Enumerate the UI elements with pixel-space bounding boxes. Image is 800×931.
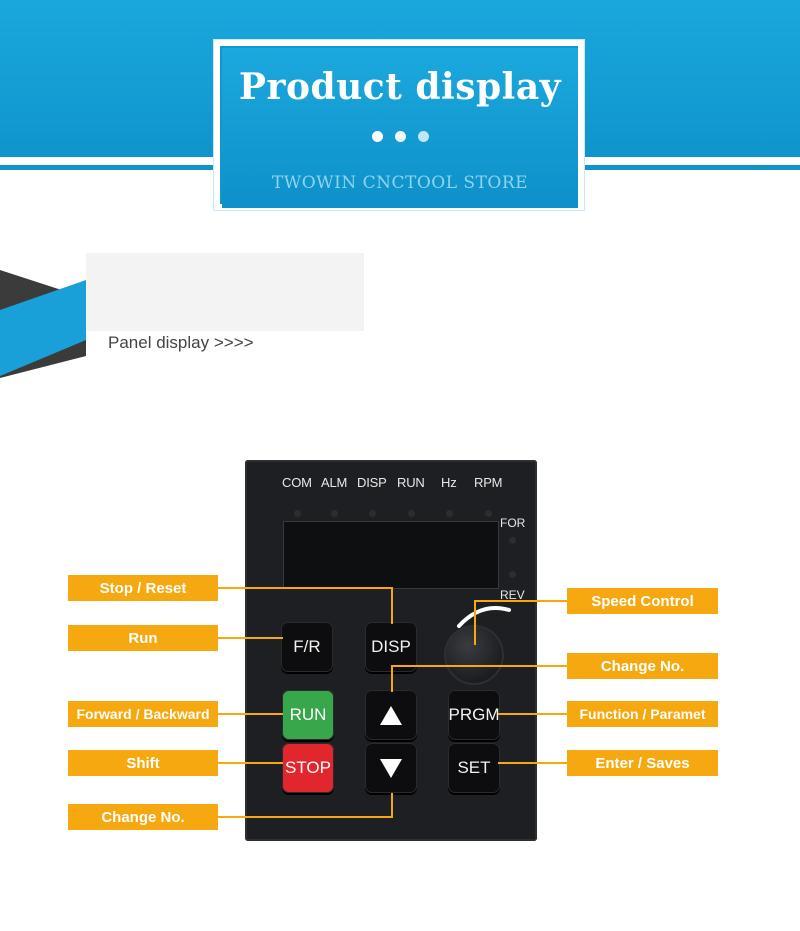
- led-indicator: [331, 510, 338, 517]
- arrow-up-icon: [380, 705, 402, 725]
- led-label-com: COM: [282, 475, 312, 490]
- callout-speed-control: Speed Control: [567, 588, 718, 614]
- up-button[interactable]: [365, 690, 417, 740]
- dot-icon: [418, 131, 429, 142]
- section-arrow-icon: [0, 262, 100, 378]
- callout-function-param: Function / Paramet: [567, 701, 718, 727]
- callout-change-no-left: Change No.: [68, 804, 218, 830]
- led-label-hz: Hz: [441, 475, 457, 490]
- callout-stop-reset: Stop / Reset: [68, 575, 218, 601]
- prgm-button[interactable]: PRGM: [448, 690, 500, 740]
- rev-label: REV: [500, 588, 525, 602]
- store-name: TWOWIN CNCTOOL STORE: [271, 173, 529, 193]
- run-button[interactable]: RUN: [282, 690, 334, 740]
- banner-title: Product display: [238, 66, 562, 108]
- dot-icon: [395, 131, 406, 142]
- led-label-rpm: RPM: [474, 475, 503, 490]
- for-label: FOR: [500, 516, 526, 530]
- led-indicator: [485, 510, 492, 517]
- callout-enter-saves: Enter / Saves: [567, 750, 718, 776]
- fr-button[interactable]: F/R: [281, 622, 333, 672]
- set-button[interactable]: SET: [448, 743, 500, 793]
- section-band: [86, 253, 364, 331]
- led-label-alm: ALM: [321, 475, 348, 490]
- digital-display: [283, 521, 499, 589]
- down-button[interactable]: [365, 743, 417, 793]
- dot-icon: [372, 131, 383, 142]
- led-label-run: RUN: [397, 475, 425, 490]
- arrow-down-icon: [380, 758, 402, 778]
- knob-arc-icon: [457, 606, 511, 628]
- for-led: [509, 537, 516, 544]
- banner-dots: [370, 131, 432, 145]
- led-indicator: [369, 510, 376, 517]
- disp-button[interactable]: DISP: [365, 622, 417, 672]
- speed-knob[interactable]: [444, 625, 504, 685]
- banner-panel: [222, 48, 578, 208]
- callout-forward-backward: Forward / Backward: [68, 701, 218, 727]
- led-indicator: [446, 510, 453, 517]
- led-indicator: [408, 510, 415, 517]
- stop-button[interactable]: STOP: [282, 743, 334, 793]
- rev-led: [509, 571, 516, 578]
- led-indicator: [294, 510, 301, 517]
- callout-change-no-right: Change No.: [567, 653, 718, 679]
- callout-run: Run: [68, 625, 218, 651]
- section-label: Panel display >>>>: [108, 333, 254, 352]
- callout-shift: Shift: [68, 750, 218, 776]
- led-label-disp: DISP: [357, 475, 387, 490]
